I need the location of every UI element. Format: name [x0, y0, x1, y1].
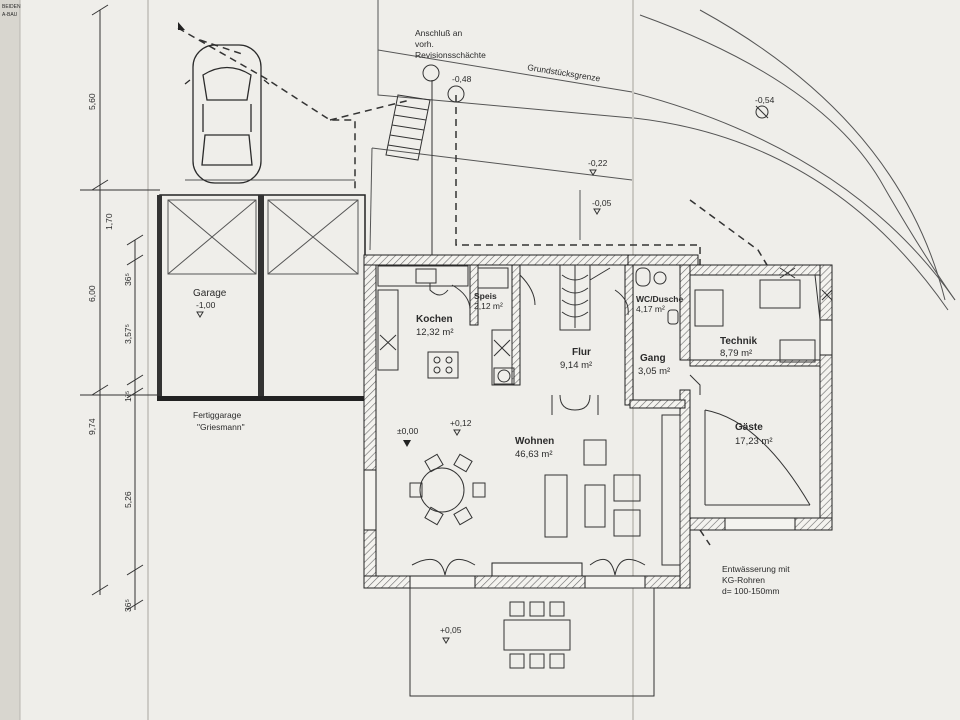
dimension-lines [80, 4, 160, 611]
level-terrace: +0,05 [440, 625, 462, 635]
connection-note-line2: vorh. [415, 39, 434, 49]
outdoor-stairs [385, 94, 431, 161]
level-048: -0,48 [452, 74, 472, 84]
level-005: -0,05 [592, 198, 612, 208]
site-lines [185, 0, 956, 311]
room-technik-name: Technik [720, 336, 757, 347]
corner-stamp-line2: A-BAU [2, 12, 18, 18]
drain-pipes [177, 27, 771, 546]
connection-note-line3: Revisionsschächte [415, 50, 486, 60]
drainage-note-line3: d= 100-150mm [722, 586, 779, 596]
room-wohnen-name: Wohnen [515, 436, 554, 447]
level-marker-icon [593, 208, 601, 215]
terrace [409, 587, 655, 697]
level-012: +0,12 [450, 418, 472, 428]
drainage-note-line1: Entwässerung mit [722, 564, 790, 574]
room-speis-area: 2,12 m² [474, 301, 503, 311]
dim-inner-3: 3,57⁵ [123, 324, 133, 344]
outer-dimension-labels: 5,60 6,00 9,74 [87, 93, 97, 435]
level-marker-icon [453, 429, 461, 436]
room-gaeste-name: Gäste [735, 422, 763, 433]
dim-outer-3: 9,74 [87, 418, 97, 435]
room-flur-area: 9,14 m² [560, 360, 592, 371]
corner-stamp-line1: BEIDEN [2, 4, 21, 10]
room-gang-name: Gang [640, 353, 666, 364]
garage-type-line1: Fertiggarage [193, 410, 241, 420]
room-gaeste-area: 17,23 m² [735, 436, 773, 447]
drainage-note: Entwässerung mit KG-Rohren d= 100-150mm [722, 564, 790, 596]
dim-inner-4: 1⁷⁵ [123, 391, 133, 402]
level-054: -0,54 [755, 95, 775, 105]
dim-inner-2: 36⁵ [123, 273, 133, 286]
room-kochen-name: Kochen [416, 314, 453, 325]
room-speis-name: Speis [474, 291, 497, 301]
exit-arrow-icon [178, 22, 185, 30]
room-gang-area: 3,05 m² [638, 366, 670, 377]
level-000: ±0,00 [397, 426, 418, 436]
level-marker-icon [442, 637, 450, 644]
room-wc-name: WC/Dusche [636, 294, 684, 304]
room-technik-area: 8,79 m² [720, 348, 752, 359]
car-icon [184, 44, 270, 184]
room-wc-area: 4,17 m² [636, 304, 665, 314]
interior-fixtures [377, 265, 833, 576]
room-flur-name: Flur [572, 347, 591, 358]
dim-outer-1: 5,60 [87, 93, 97, 110]
windows [363, 319, 833, 589]
garage-type-line2: "Griesmann" [197, 422, 245, 432]
drainage-note-line2: KG-Rohren [722, 575, 765, 585]
dim-inner-5: 5,26 [123, 491, 133, 508]
room-labels: Kochen 12,32 m² Speis 2,12 m² Flur 9,14 … [416, 291, 773, 460]
inner-dimension-labels: 1,70 36⁵ 3,57⁵ 1⁷⁵ 5,26 36⁵ [104, 213, 133, 612]
dim-inner-1: 1,70 [104, 213, 114, 230]
dim-outer-2: 6,00 [87, 285, 97, 302]
level-markers: -0,48 -0,54 -0,22 -0,05 ±0,00 +0,12 +0,0… [397, 74, 775, 644]
level-marker-icon [196, 311, 204, 318]
garage-label: Garage [193, 288, 227, 299]
dim-inner-6: 36⁵ [123, 599, 133, 612]
room-wohnen-area: 46,63 m² [515, 449, 553, 460]
connection-note: Anschluß an vorh. Revisionsschächte [415, 28, 486, 60]
level-marker-icon [589, 169, 597, 176]
level-marker-icon [403, 440, 411, 447]
connection-note-line1: Anschluß an [415, 28, 463, 38]
inspection-shafts [422, 64, 769, 119]
level-022: -0,22 [588, 158, 608, 168]
room-kochen-area: 12,32 m² [416, 327, 454, 338]
garage-level: -1,00 [196, 300, 216, 310]
house-walls [363, 254, 833, 589]
